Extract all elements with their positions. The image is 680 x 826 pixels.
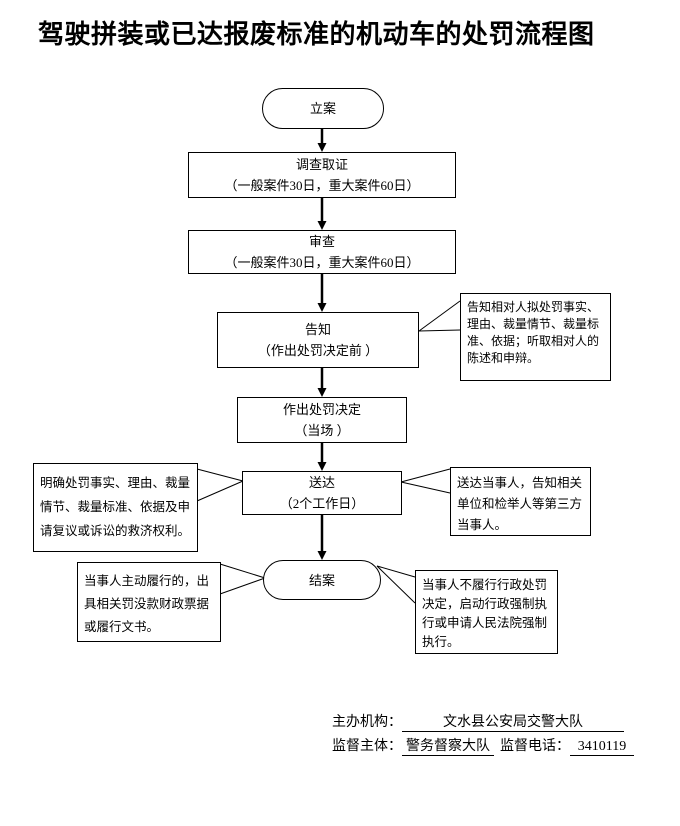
footer-phone-label: 监督电话： [500, 739, 570, 754]
node-investigation-sub: （一般案件30日，重大案件60日） [224, 178, 420, 193]
arrow-investigation-to-review [317, 198, 327, 230]
arrow-serve-to-close [317, 515, 327, 560]
callout-pointer-serve-note [400, 468, 451, 494]
node-notify-sub: （作出处罚决定前 ） [257, 343, 379, 358]
callout-pointer-notify-note [418, 300, 461, 332]
note-remedy-rights: 明确处罚事实、理由、裁量情节、裁量标准、依据及申请复议或诉讼的救济权利。 [33, 463, 198, 552]
node-notify-label: 告知 [304, 322, 331, 337]
note-serve-parties: 送达当事人，告知相关单位和检举人等第三方当事人。 [450, 467, 591, 536]
note-notify-content: 告知相对人拟处罚事实、理由、裁量情节、裁量标准、依据；听取相对人的陈述和申辩。 [460, 293, 611, 381]
node-notify: 告知 （作出处罚决定前 ） [217, 312, 419, 368]
node-make-decision-sub: （当场 ） [294, 423, 350, 438]
node-review-label: 审查 [308, 234, 335, 249]
callout-pointer-remedy-note [196, 468, 244, 502]
node-investigation-label: 调查取证 [295, 157, 348, 172]
footer-phone-value: 3410119 [570, 739, 634, 756]
node-review: 审查 （一般案件30日，重大案件60日） [188, 230, 456, 274]
node-close-case: 结案 [263, 560, 381, 600]
footer-organizer-value: 文水县公安局交警大队 [402, 711, 624, 732]
node-make-decision: 作出处罚决定 （当场 ） [237, 397, 407, 443]
arrow-notify-to-decision [317, 368, 327, 397]
node-serve-decision: 送达 （2个工作日） [242, 471, 402, 515]
arrow-filing-to-investigation [317, 129, 327, 152]
node-serve-decision-sub: （2个工作日） [279, 496, 365, 511]
page-title: 驾驶拼装或已达报废标准的机动车的处罚流程图 [38, 19, 595, 49]
callout-pointer-enforcement-note [376, 565, 416, 604]
footer-organizer-label: 主办机构： [332, 715, 402, 730]
node-serve-decision-label: 送达 [308, 475, 335, 490]
footer-supervisor-line: 监督主体：警务督察大队监督电话：3410119 [332, 735, 634, 756]
footer-supervisor-label: 监督主体： [332, 739, 402, 754]
node-case-filing: 立案 [262, 88, 384, 129]
arrow-review-to-notify [317, 274, 327, 312]
node-case-filing-label: 立案 [309, 101, 336, 116]
footer-supervisor-value: 警务督察大队 [402, 735, 494, 756]
node-make-decision-label: 作出处罚决定 [282, 402, 361, 417]
node-review-sub: （一般案件30日，重大案件60日） [224, 255, 420, 270]
node-investigation: 调查取证 （一般案件30日，重大案件60日） [188, 152, 456, 198]
footer-organizer-line: 主办机构：文水县公安局交警大队 [332, 711, 624, 732]
note-compulsory-enforcement: 当事人不履行行政处罚决定，启动行政强制执行或申请人民法院强制执行。 [415, 570, 558, 654]
node-close-case-label: 结案 [308, 572, 335, 588]
note-voluntary-performance: 当事人主动履行的，出具相关罚没款财政票据或履行文书。 [77, 562, 221, 642]
callout-pointer-voluntary-note [219, 563, 266, 595]
arrow-decision-to-serve [317, 443, 327, 471]
